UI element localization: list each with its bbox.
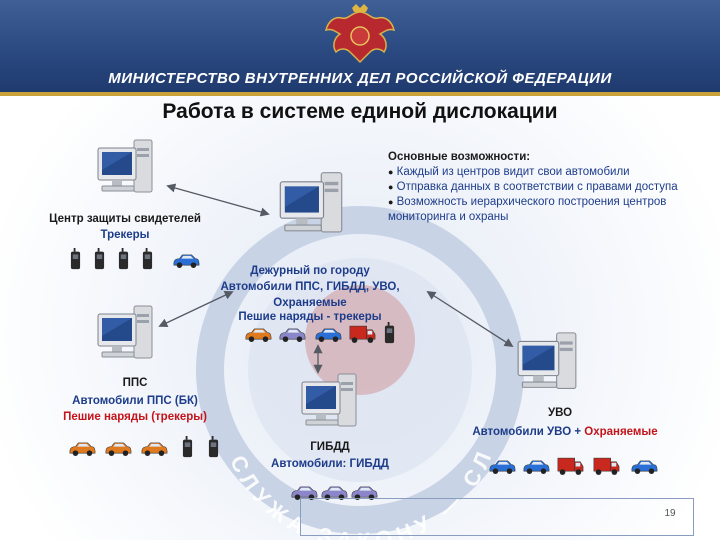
header-stripe: [0, 92, 720, 96]
duty-officer-guarded: Охраняемые: [273, 297, 347, 309]
uvo-computer-icon: [517, 332, 577, 389]
car-icon: [489, 460, 516, 474]
feature-item: ● Возможность иерархического построения …: [388, 196, 667, 223]
arrow-duty-uvo: [426, 291, 514, 347]
car-icon: [69, 442, 96, 456]
pps-cars: Автомобили ППС (БК): [72, 395, 198, 407]
tracker-device-icon: [70, 248, 81, 270]
features-heading: Основные возможности:: [388, 151, 531, 163]
bullet-icon: ●: [388, 182, 394, 192]
mvd-seal-watermark: СЛУЖА ЗАКОНУ — СЛУЖИМ НАРОДУ: [190, 200, 524, 540]
tracker-device-icon: [142, 248, 153, 270]
features-block: Основные возможности: ● Каждый из центро…: [388, 150, 713, 225]
duty-officer-computer-icon: [279, 172, 343, 233]
gibdd-label: ГИБДД: [310, 441, 350, 453]
page-number: 19: [664, 508, 676, 519]
truck-icon: [593, 457, 620, 475]
car-icon: [173, 254, 200, 268]
truck-icon: [557, 457, 584, 475]
arrow-duty-pps: [158, 290, 234, 328]
truck-icon: [349, 325, 376, 343]
car-icon: [523, 460, 550, 474]
gibdd-cars: Автомобили: ГИБДД: [271, 458, 389, 470]
tracker-device-icon: [94, 248, 105, 270]
car-icon: [141, 442, 168, 456]
page-frame: [300, 498, 694, 536]
feature-item: ● Каждый из центров видит свои автомобил…: [388, 166, 630, 178]
uvo-label: УВО: [547, 407, 573, 419]
tracker-device-icon: [118, 248, 129, 270]
pps-label: ППС: [122, 377, 148, 389]
car-icon: [245, 328, 272, 342]
duty-officer-label: Дежурный по городу: [250, 265, 370, 277]
feature-item: ● Отправка данных в соответствии с права…: [388, 181, 678, 193]
car-icon: [279, 328, 306, 342]
uvo-cars: Автомобили УВО + Охраняемые: [472, 426, 658, 438]
slide-title: Работа в системе единой дислокации: [162, 100, 558, 123]
tracker-device-icon: [384, 322, 395, 344]
duty-officer-patrols: Пешие наряды - трекеры: [238, 311, 382, 323]
ministry-name: МИНИСТЕРСТВО ВНУТРЕННИХ ДЕЛ РОССИЙСКОЙ Ф…: [108, 70, 612, 87]
bullet-icon: ●: [388, 197, 394, 207]
duty-officer-cars: Автомобили ППС, ГИБДД, УВО,: [220, 281, 400, 293]
double-headed-eagle-emblem: [324, 4, 396, 64]
car-icon: [105, 442, 132, 456]
pps-computer-icon: [97, 305, 153, 359]
witness-center-label: Центр защиты свидетелей: [49, 213, 201, 225]
gibdd-computer-icon: [301, 373, 357, 427]
witness-center-sublabel: Трекеры: [100, 229, 150, 241]
witness-center-computer-icon: [97, 139, 153, 193]
tracker-device-icon: [208, 436, 219, 458]
pps-patrols: Пешие наряды (трекеры): [63, 411, 207, 423]
tracker-device-icon: [182, 436, 193, 458]
car-icon: [315, 328, 342, 342]
car-icon: [631, 460, 658, 474]
arrow-witness-duty: [166, 183, 270, 217]
bullet-icon: ●: [388, 167, 394, 177]
